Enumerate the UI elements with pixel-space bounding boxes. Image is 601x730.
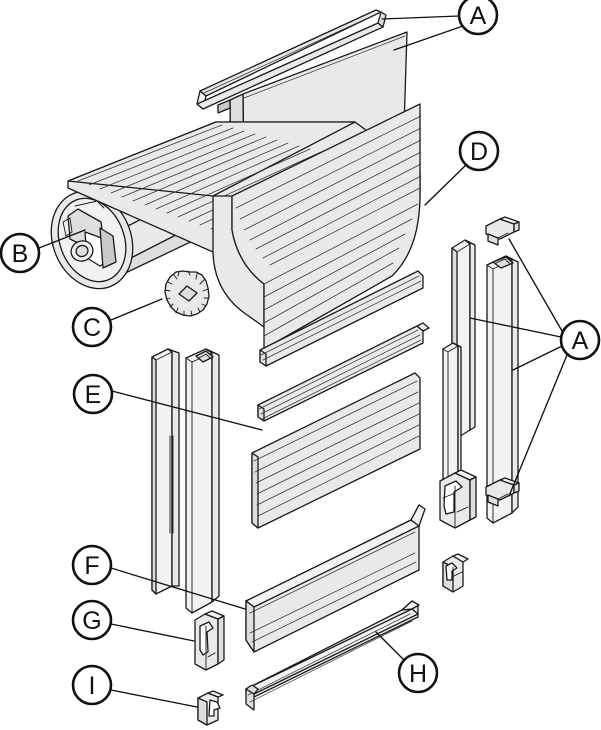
part-end-cap-top	[485, 216, 520, 246]
callout-circle-i[interactable]	[71, 664, 113, 706]
callout-label-a-top: A	[470, 2, 487, 30]
callout-H[interactable]: H	[397, 652, 439, 694]
part-bracket-right	[439, 469, 477, 529]
callout-D[interactable]: D	[458, 130, 500, 172]
callout-label-f: F	[84, 552, 99, 580]
callout-F[interactable]: F	[71, 544, 113, 586]
part-clip-right-small	[442, 553, 469, 593]
callout-circle-a-top[interactable]	[457, 0, 499, 36]
callout-G[interactable]: G	[71, 599, 113, 641]
callout-circle-c[interactable]	[71, 306, 113, 348]
callout-circle-g[interactable]	[71, 599, 113, 641]
callout-A-right[interactable]: A	[559, 319, 601, 361]
callout-circle-h[interactable]	[397, 652, 439, 694]
part-end-cap-bottom	[485, 477, 520, 507]
leader-lines	[38, 15, 568, 708]
callout-label-c: C	[83, 314, 101, 342]
part-clip-small	[197, 690, 224, 726]
callout-A-top[interactable]: A	[457, 0, 499, 36]
part-gear-wheel-left	[164, 270, 210, 317]
callout-label-e: E	[85, 381, 102, 409]
part-slat-lower	[259, 270, 424, 367]
part-closing-profile	[245, 600, 420, 711]
callout-C[interactable]: C	[71, 306, 113, 348]
callout-label-g: G	[82, 607, 101, 635]
callout-label-b: B	[12, 240, 29, 268]
part-top-cap-strip	[196, 9, 387, 110]
part-clip-large	[194, 610, 225, 671]
part-guide-rail-left-a	[151, 348, 180, 595]
callout-circle-e[interactable]	[72, 373, 114, 415]
callout-E[interactable]: E	[72, 373, 114, 415]
callout-label-i: I	[89, 672, 96, 700]
callout-circle-b[interactable]	[0, 232, 41, 274]
callout-label-h: H	[409, 660, 427, 688]
part-slat-single	[251, 372, 421, 529]
callout-label-d: D	[470, 138, 488, 166]
part-bottom-rail	[245, 504, 426, 653]
callout-B[interactable]: B	[0, 232, 41, 274]
part-slat-upper	[257, 322, 430, 422]
callout-circle-f[interactable]	[71, 544, 113, 586]
callout-circle-d[interactable]	[458, 130, 500, 172]
callout-I[interactable]: I	[71, 664, 113, 706]
callout-circle-a-right[interactable]	[559, 319, 601, 361]
part-shutter-curtain	[67, 103, 422, 350]
part-guide-rail-left-b	[185, 348, 220, 614]
callout-label-a-right: A	[572, 327, 589, 355]
